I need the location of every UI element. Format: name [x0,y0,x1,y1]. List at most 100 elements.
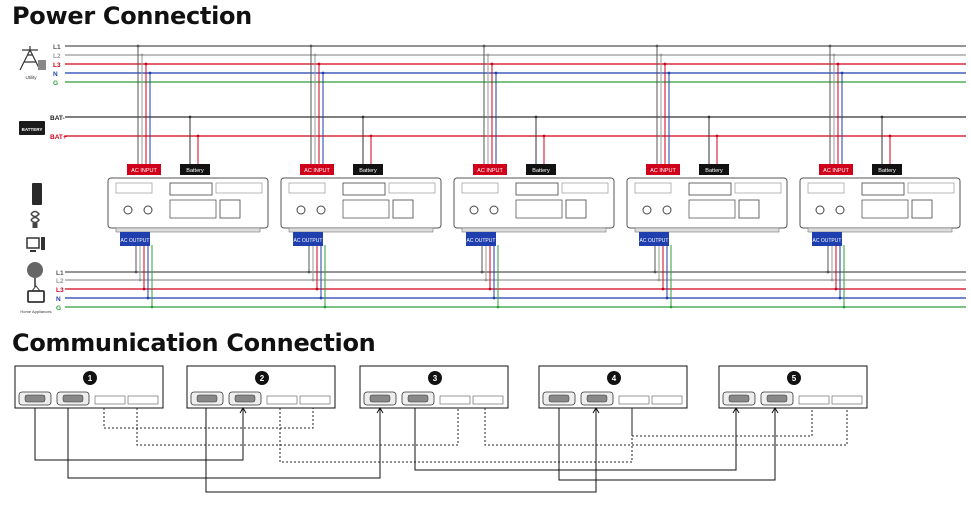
db9-socket [62,394,84,403]
comm-unit-5: 5 [718,365,868,409]
ac-output-tag [293,232,323,246]
junction-dot [657,278,661,282]
unit-number-badge [787,371,801,385]
inverter-terminal-block [169,182,213,196]
ac-output-label: AC OUTPUT [640,238,669,244]
inverter-connector [316,205,326,215]
inverter-panel [634,182,672,194]
junction-dot [836,62,840,66]
battery-tag [526,164,556,175]
cable-arrow [239,407,247,414]
inverter-panel [215,182,263,194]
battery-icon [19,121,45,135]
db9-cable [558,408,776,481]
rj-cable [631,408,813,437]
battery-tag-label: Battery [532,168,550,174]
db9-socket [24,394,46,403]
junction-dot [188,115,192,119]
db9-socket [196,394,218,403]
inverter-port-panel [342,199,390,219]
junction-dot [317,62,321,66]
inverter-connector [835,205,845,215]
rj-port [618,395,650,405]
battery-tag [872,164,902,175]
ac-input-tag [300,164,334,175]
junction-dot [148,71,152,75]
output-label-l3: L3 [56,287,64,294]
junction-dot [492,296,496,300]
db9-socket [234,394,256,403]
inverter-panel [907,182,955,194]
rj-cable [103,408,314,429]
rj-port [266,395,298,405]
inverter-terminal-block [688,182,732,196]
junction-dot [669,305,673,309]
junction-dot [665,296,669,300]
junction-dot [542,134,546,138]
junction-dot [496,305,500,309]
inverter-panel [461,182,499,194]
junction-dot [140,53,144,57]
inverter-body [626,177,788,229]
db9-socket [586,394,608,403]
utility-label-g: G [53,80,58,87]
unit-number-badge [83,371,97,385]
unit-number: 4 [612,374,617,383]
inverter-base [115,227,261,233]
junction-dot [146,296,150,300]
rj-port [831,395,863,405]
ac-input-label: AC INPUT [304,168,330,174]
db9-cable [34,408,244,461]
utility-label-l3: L3 [53,62,61,69]
junction-dot [196,134,200,138]
inverter-breaker [392,199,414,219]
rj-port [439,395,471,405]
unit-number-badge [607,371,621,385]
inverter-body [107,177,269,229]
rj-port [651,395,683,405]
junction-dot [309,44,313,48]
unit-number: 1 [88,374,93,383]
junction-dot [488,287,492,291]
db9-socket [766,394,788,403]
junction-dot [667,71,671,75]
inverter-body [453,177,615,229]
junction-dot [494,71,498,75]
junction-dot [150,305,154,309]
rj-cable [279,408,633,463]
rj-cable [136,408,459,446]
output-label-l2: L2 [56,278,64,285]
comm-unit-2: 2 [186,365,336,409]
inverter-connector [662,205,672,215]
junction-dot [888,134,892,138]
inverter-panel [115,182,153,194]
output-label-l1: L1 [56,270,64,277]
junction-dot [136,44,140,48]
junction-dot [321,71,325,75]
junction-dot [653,270,657,274]
comm-unit-1: 1 [14,365,164,409]
inverter-terminal-block [342,182,386,196]
ac-input-label: AC INPUT [131,168,157,174]
junction-dot [707,115,711,119]
ac-output-tag [120,232,150,246]
junction-dot [659,53,663,57]
inverter-body [280,177,442,229]
junction-dot [830,278,834,282]
rj-port [798,395,830,405]
junction-dot [484,278,488,282]
tv-icon [27,285,45,303]
junction-dot [482,44,486,48]
utility-label-l2: L2 [53,53,61,60]
ac-output-tag [812,232,842,246]
inverter-base [807,227,953,233]
junction-dot [842,305,846,309]
db9-socket [548,394,570,403]
comm-unit-4: 4 [538,365,688,409]
battery-neg-label: BAT- [50,115,65,122]
junction-dot [311,278,315,282]
